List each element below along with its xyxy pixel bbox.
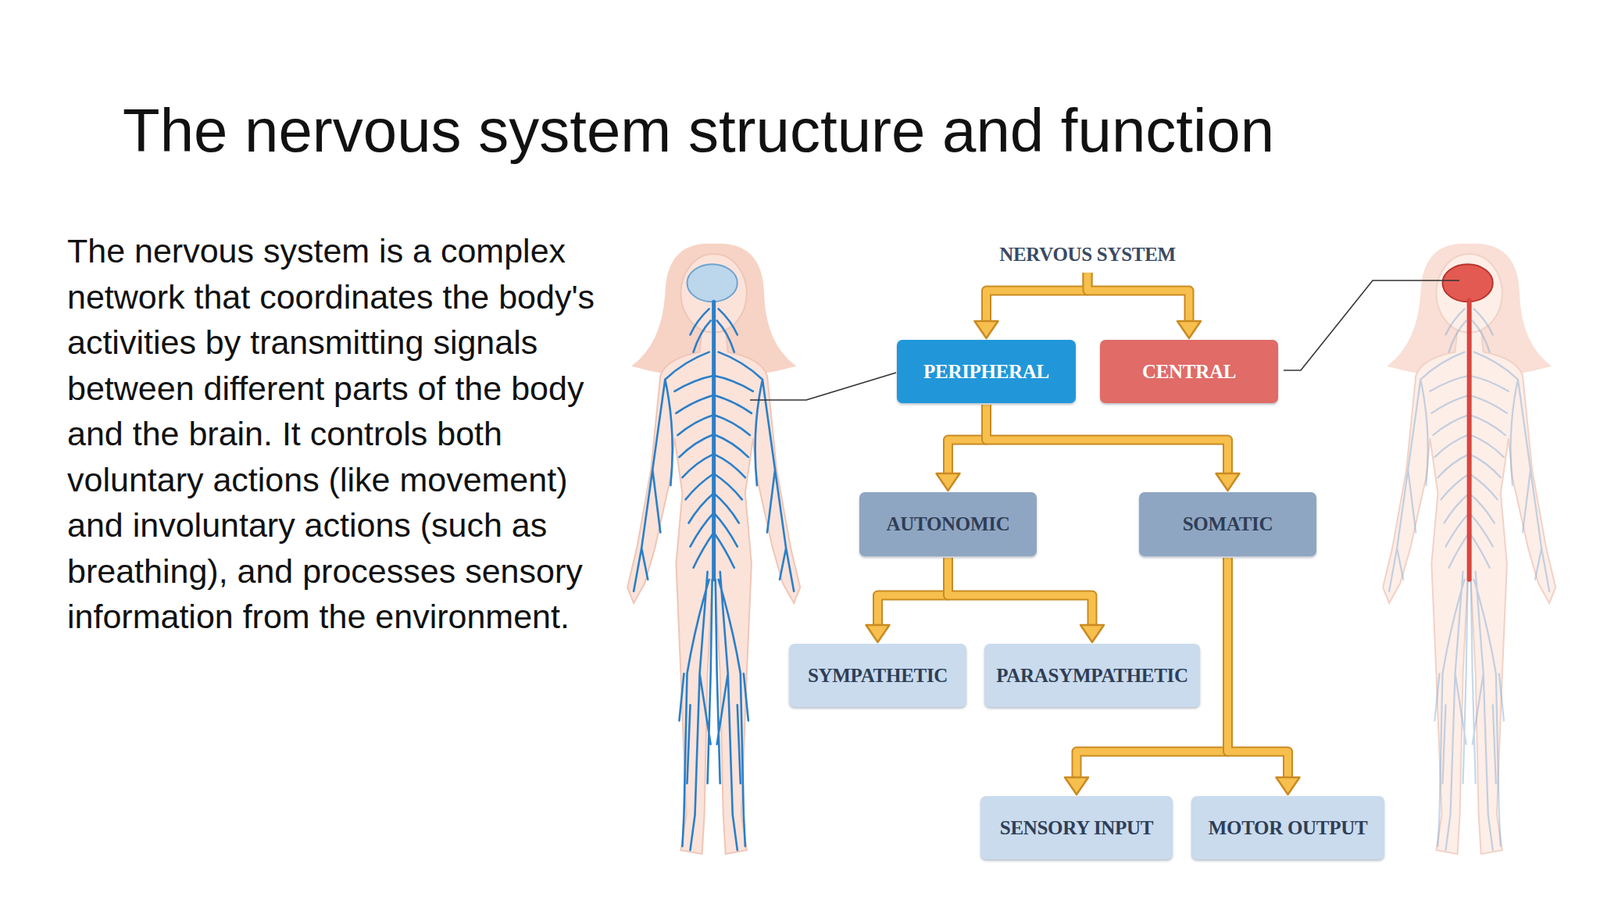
node-text: SENSORY INPUT [1000, 817, 1154, 840]
node-text: SOMATIC [1182, 513, 1274, 536]
arrow-head [866, 625, 890, 643]
branch-connector [866, 557, 949, 643]
node-text: PERIPHERAL [923, 360, 1050, 383]
division-box: SOMATIC [1139, 492, 1317, 557]
spinal-cord [711, 301, 716, 579]
node-text: PARASYMPATHETIC [996, 664, 1189, 687]
connector-outline [878, 557, 949, 627]
connector-line [878, 557, 949, 627]
arrow-head [1064, 777, 1089, 795]
node-text: SYMPATHETIC [807, 664, 948, 687]
body-paragraph: The nervous system is a complex network … [67, 228, 607, 640]
category-box: CENTRAL [1100, 339, 1279, 404]
subdivision-box: SYMPATHETIC [789, 643, 967, 708]
connector-line [986, 272, 1089, 323]
nerves-right [1469, 308, 1550, 850]
nerves-left [1389, 308, 1470, 850]
connector-outline [986, 404, 1229, 475]
connector-line [948, 557, 1093, 627]
connector-line [1087, 272, 1190, 323]
subdivision-box: SENSORY INPUT [980, 796, 1173, 860]
connector-outline [948, 557, 1093, 627]
arrow-head [975, 321, 999, 339]
branch-connector [986, 404, 1240, 491]
connector-outline [1087, 272, 1190, 323]
subdivision-box: MOTOR OUTPUT [1191, 796, 1385, 860]
nerves-left [633, 308, 715, 850]
node-text: MOTOR OUTPUT [1208, 817, 1368, 840]
right-figure [1382, 243, 1556, 854]
branch-connector [975, 272, 1089, 339]
category-box: PERIPHERAL [896, 339, 1076, 404]
nerves-right [714, 308, 795, 850]
brain [686, 264, 737, 302]
connector-outline [1228, 557, 1289, 779]
node-text: CENTRAL [1142, 360, 1236, 383]
arrow-head [936, 473, 961, 491]
arrow-head [1080, 625, 1104, 643]
node-text: NERVOUS SYSTEM [999, 243, 1176, 266]
branch-connector [936, 404, 987, 491]
spinal-cord [1467, 300, 1472, 579]
division-box: AUTONOMIC [859, 492, 1037, 557]
connector-outline [986, 272, 1089, 323]
node-text: AUTONOMIC [886, 513, 1011, 536]
arrow-head [1276, 777, 1300, 795]
connector-line [986, 404, 1229, 475]
branch-connector [1228, 557, 1300, 795]
nerve-network [633, 301, 794, 850]
left-figure [627, 243, 800, 854]
subdivision-box: PARASYMPATHETIC [984, 643, 1200, 708]
branch-connector [948, 557, 1105, 643]
brain [1442, 264, 1493, 302]
connector-line [1228, 557, 1289, 779]
connector-line [948, 404, 987, 475]
root-label: NERVOUS SYSTEM [970, 238, 1205, 272]
slide-title: The nervous system structure and functio… [122, 95, 1275, 167]
branch-connector [1087, 272, 1201, 339]
leader-line [750, 372, 897, 400]
connector-outline [948, 404, 987, 475]
leader-line [1283, 280, 1460, 371]
arrow-head [1216, 473, 1240, 491]
arrow-head [1177, 321, 1201, 339]
